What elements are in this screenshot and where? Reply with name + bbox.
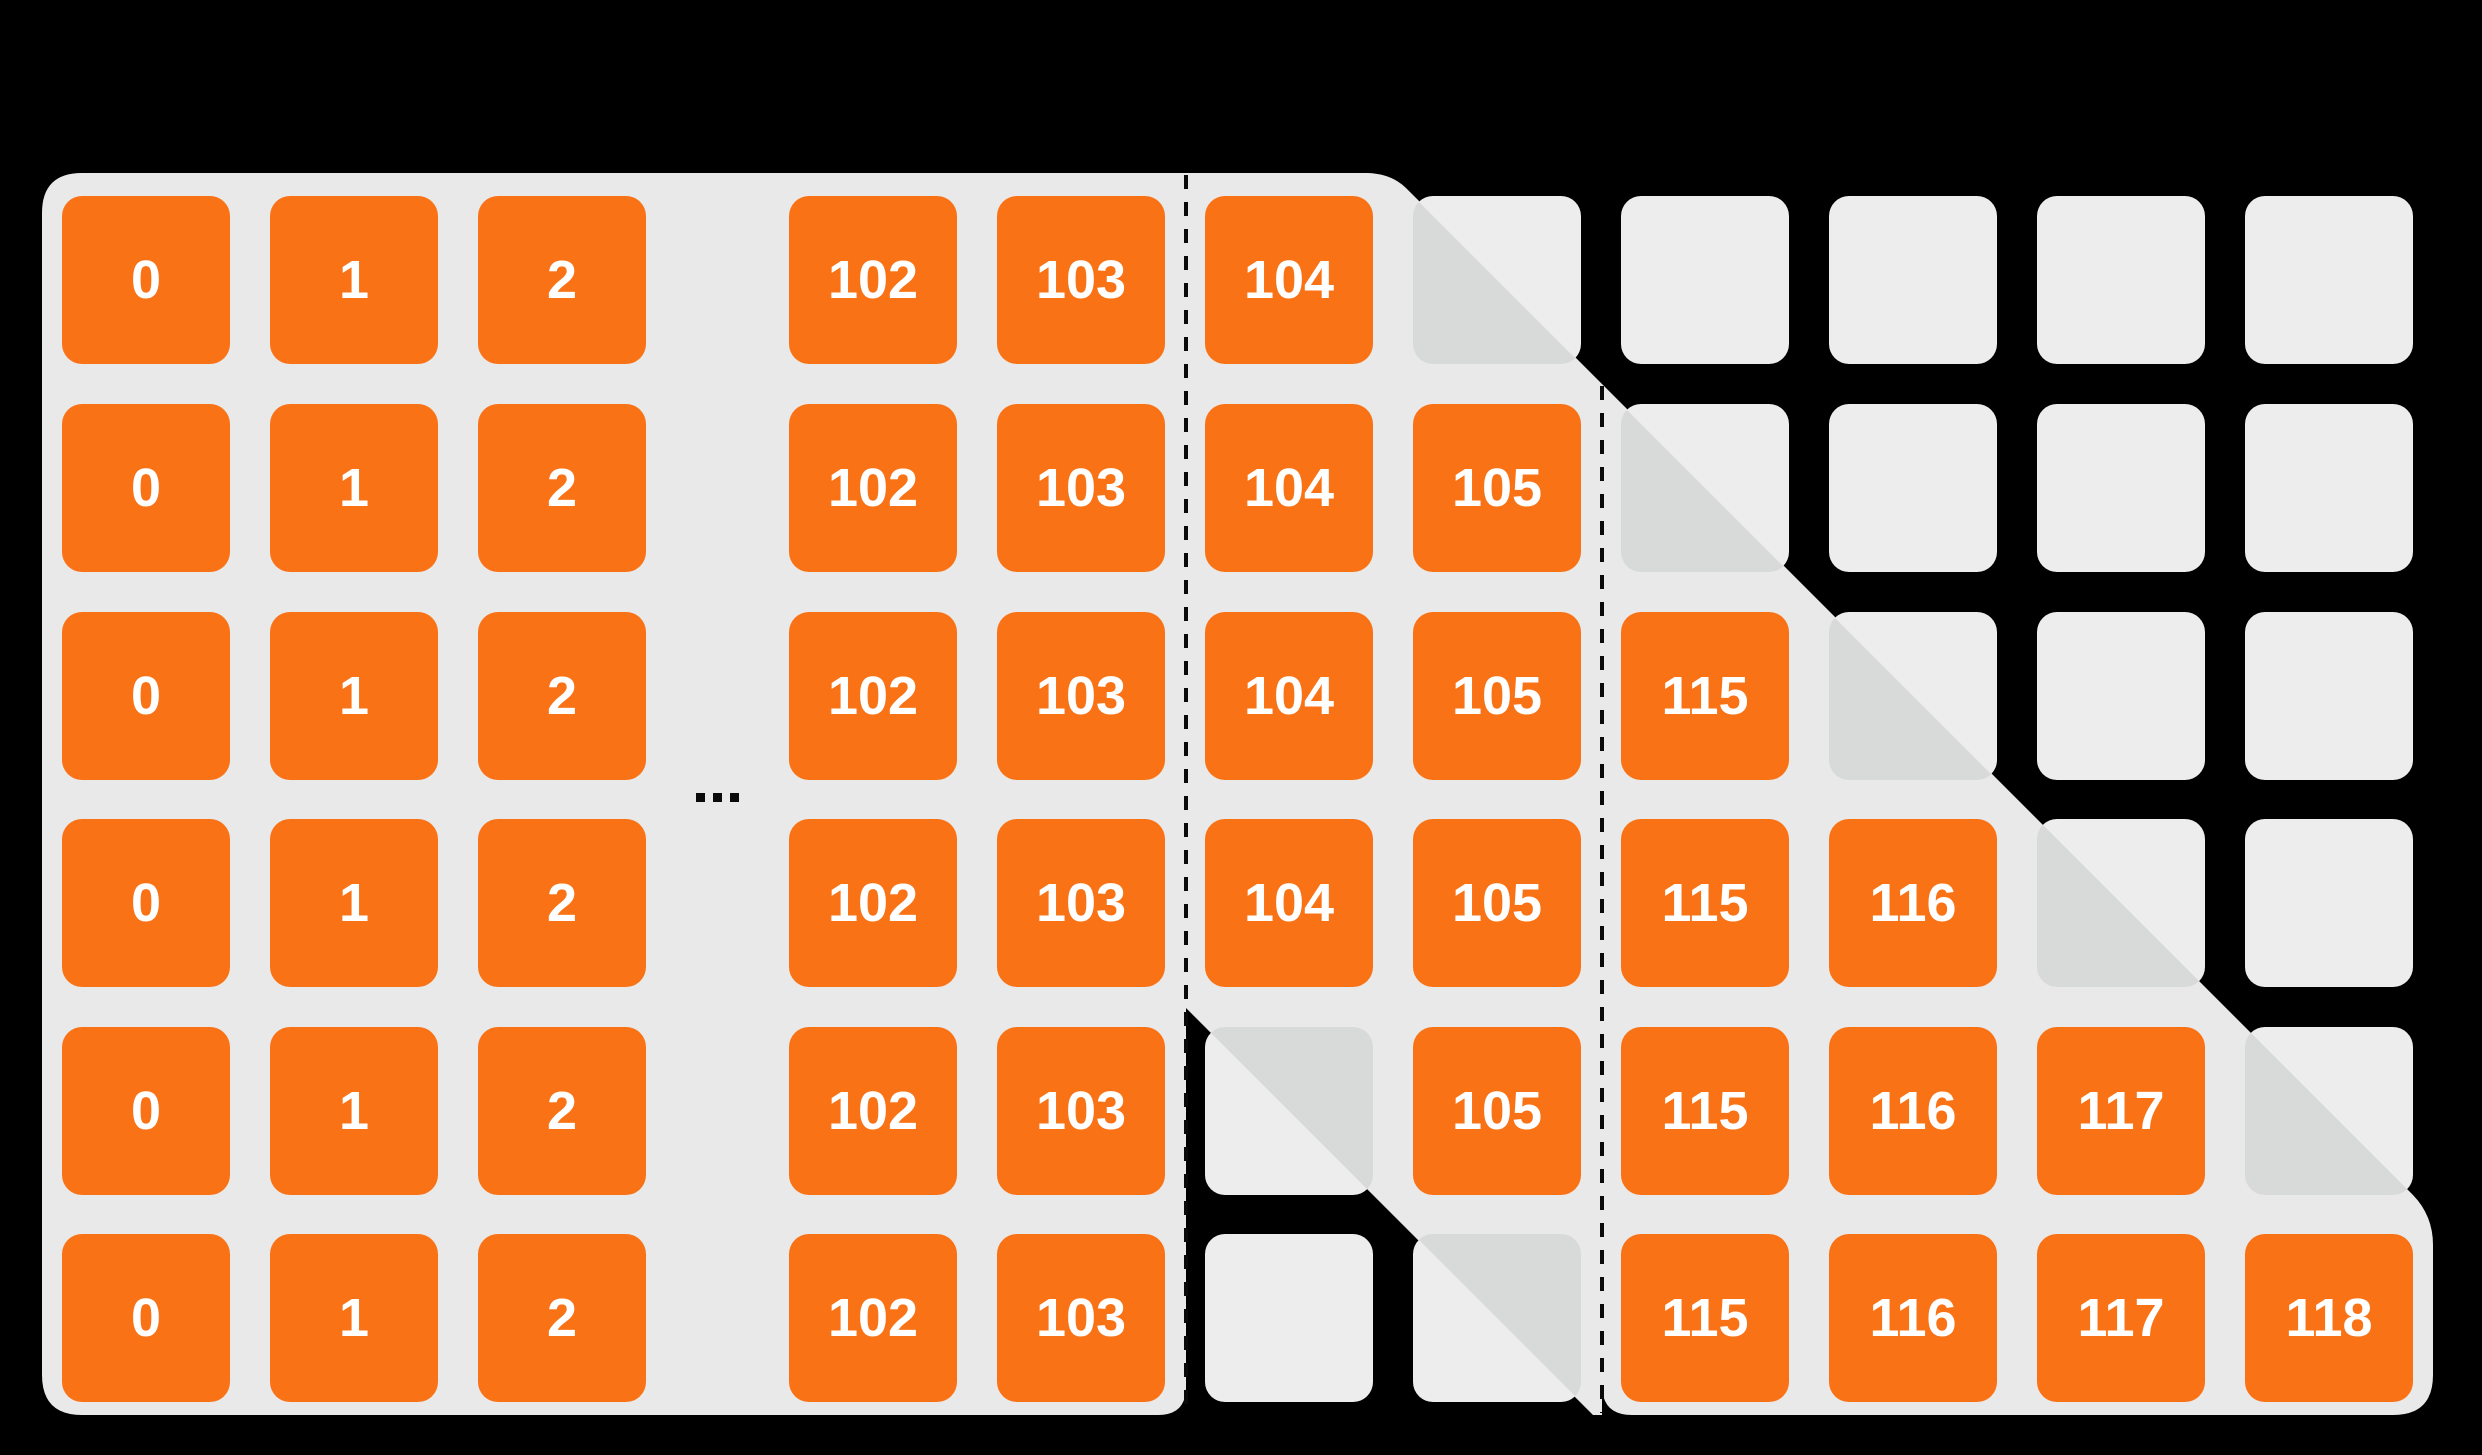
token-cell-r2-c3: 102 [789, 404, 957, 572]
folded-corner-cell-r1-c6 [1413, 196, 1581, 364]
ellipsis-dot [695, 792, 705, 802]
token-cell-r2-c1: 1 [270, 404, 438, 572]
empty-cell-r3-c9 [2037, 612, 2205, 780]
token-cell-r6-c8: 116 [1829, 1234, 1997, 1402]
folded-corner-cell-r4-c9 [2037, 819, 2205, 987]
token-cell-r1-c0: 0 [62, 196, 230, 364]
token-cell-r3-c1: 1 [270, 612, 438, 780]
token-cell-r6-c7: 115 [1621, 1234, 1789, 1402]
token-cell-r5-c4: 103 [997, 1027, 1165, 1195]
token-cell-r1-c5: 104 [1205, 196, 1373, 364]
token-cell-r5-c3: 102 [789, 1027, 957, 1195]
empty-cell-r1-c10 [2245, 196, 2413, 364]
ellipsis-dot [729, 792, 739, 802]
token-cell-r4-c4: 103 [997, 819, 1165, 987]
token-cell-r2-c0: 0 [62, 404, 230, 572]
token-cell-r5-c8: 116 [1829, 1027, 1997, 1195]
folded-corner-cell-r3-c8 [1829, 612, 1997, 780]
folded-corner-cell-r6-c6 [1413, 1234, 1581, 1402]
token-cell-r5-c2: 2 [478, 1027, 646, 1195]
token-cell-r2-c4: 103 [997, 404, 1165, 572]
empty-cell-r1-c9 [2037, 196, 2205, 364]
empty-cell-r3-c10 [2245, 612, 2413, 780]
folded-corner-cell-r2-c7 [1621, 404, 1789, 572]
empty-cell-r2-c10 [2245, 404, 2413, 572]
token-cell-r1-c2: 2 [478, 196, 646, 364]
token-cell-r4-c0: 0 [62, 819, 230, 987]
token-cell-r2-c5: 104 [1205, 404, 1373, 572]
token-cell-r3-c3: 102 [789, 612, 957, 780]
token-cell-r5-c7: 115 [1621, 1027, 1789, 1195]
token-cell-r1-c1: 1 [270, 196, 438, 364]
token-cell-r4-c5: 104 [1205, 819, 1373, 987]
token-cell-r5-c1: 1 [270, 1027, 438, 1195]
token-cell-r6-c3: 102 [789, 1234, 957, 1402]
token-cell-r5-c6: 105 [1413, 1027, 1581, 1195]
token-cell-r1-c3: 102 [789, 196, 957, 364]
token-cell-r6-c2: 2 [478, 1234, 646, 1402]
empty-cell-r1-c7 [1621, 196, 1789, 364]
token-cell-r4-c3: 102 [789, 819, 957, 987]
empty-cell-r2-c8 [1829, 404, 1997, 572]
token-cell-r1-c4: 103 [997, 196, 1165, 364]
token-cell-r6-c9: 117 [2037, 1234, 2205, 1402]
empty-cell-r4-c10 [2245, 819, 2413, 987]
token-cell-r5-c9: 117 [2037, 1027, 2205, 1195]
token-cell-r3-c5: 104 [1205, 612, 1373, 780]
token-cell-r6-c0: 0 [62, 1234, 230, 1402]
empty-cell-r2-c9 [2037, 404, 2205, 572]
sheet-right [1602, 384, 2433, 1415]
empty-cell-r1-c8 [1829, 196, 1997, 364]
token-cell-r4-c6: 105 [1413, 819, 1581, 987]
token-cell-r3-c0: 0 [62, 612, 230, 780]
token-cell-r6-c1: 1 [270, 1234, 438, 1402]
folded-corner-cell-r5-c10 [2245, 1027, 2413, 1195]
token-cell-r5-c0: 0 [62, 1027, 230, 1195]
token-cell-r6-c4: 103 [997, 1234, 1165, 1402]
folded-corner-cell-r5-c5 [1205, 1027, 1373, 1195]
ellipsis-dot [712, 792, 722, 802]
ellipsis-dots [695, 792, 739, 802]
token-cell-r4-c7: 115 [1621, 819, 1789, 987]
token-cell-r6-c10: 118 [2245, 1234, 2413, 1402]
token-cell-r4-c8: 116 [1829, 819, 1997, 987]
token-cell-r3-c4: 103 [997, 612, 1165, 780]
token-cell-r3-c7: 115 [1621, 612, 1789, 780]
token-cell-r3-c6: 105 [1413, 612, 1581, 780]
empty-cell-r6-c5 [1205, 1234, 1373, 1402]
token-cell-r3-c2: 2 [478, 612, 646, 780]
token-cell-r2-c2: 2 [478, 404, 646, 572]
token-cell-r4-c2: 2 [478, 819, 646, 987]
token-cell-r4-c1: 1 [270, 819, 438, 987]
token-cell-r2-c6: 105 [1413, 404, 1581, 572]
